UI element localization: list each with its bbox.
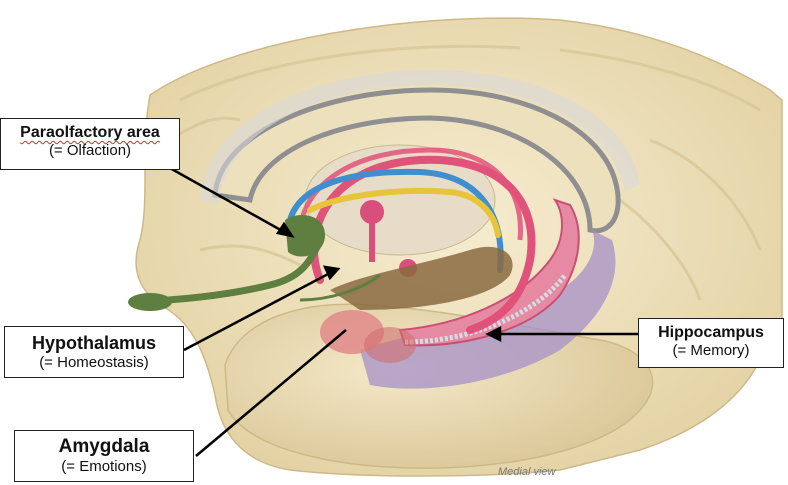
label-hippocampus: Hippocampus (= Memory) — [638, 318, 784, 368]
label-amygdala: Amygdala (= Emotions) — [14, 430, 194, 482]
hypothalamus-title: Hypothalamus — [31, 333, 157, 353]
arrowhead-paraolfactory — [275, 221, 295, 238]
paraolfactory-title: Paraolfactory area — [20, 124, 160, 141]
paraolfactory-function: (= Olfaction) — [48, 142, 132, 160]
hippocampus-function: (= Memory) — [672, 342, 750, 360]
hippocampus-body — [398, 198, 580, 347]
label-hypothalamus: Hypothalamus (= Homeostasis) — [4, 326, 184, 378]
hypothalamus-function: (= Homeostasis) — [39, 353, 149, 371]
pointer-hypothalamus — [183, 271, 331, 352]
amygdala-function: (= Emotions) — [61, 457, 147, 475]
label-paraolfactory-area: Paraolfactory area (= Olfaction) — [0, 118, 180, 170]
hippocampal-region — [360, 230, 616, 389]
hippocampus-ridges — [404, 273, 567, 345]
uncus — [364, 327, 416, 363]
pointer-paraolfactory — [151, 156, 287, 235]
olfactory-bulb — [128, 293, 172, 311]
hippocampus-title: Hippocampus — [658, 324, 764, 341]
pointer-lines — [151, 156, 638, 457]
corpus-callosum — [212, 87, 621, 234]
arrowhead-hippocampus — [485, 325, 502, 343]
olfactory-tract — [131, 241, 322, 306]
view-caption: Medial view — [498, 466, 556, 478]
yellow-tract — [307, 187, 501, 238]
amygdala-title: Amygdala — [58, 436, 150, 457]
arrowhead-hypothalamus — [322, 265, 341, 281]
pointer-amygdala — [195, 329, 347, 457]
olfactory-stria — [299, 273, 381, 302]
fornix — [310, 155, 536, 334]
cingulate-band — [200, 70, 640, 205]
mammillary-body — [360, 200, 384, 224]
midbrain — [330, 246, 513, 310]
paraolfactory-nucleus — [285, 215, 325, 257]
